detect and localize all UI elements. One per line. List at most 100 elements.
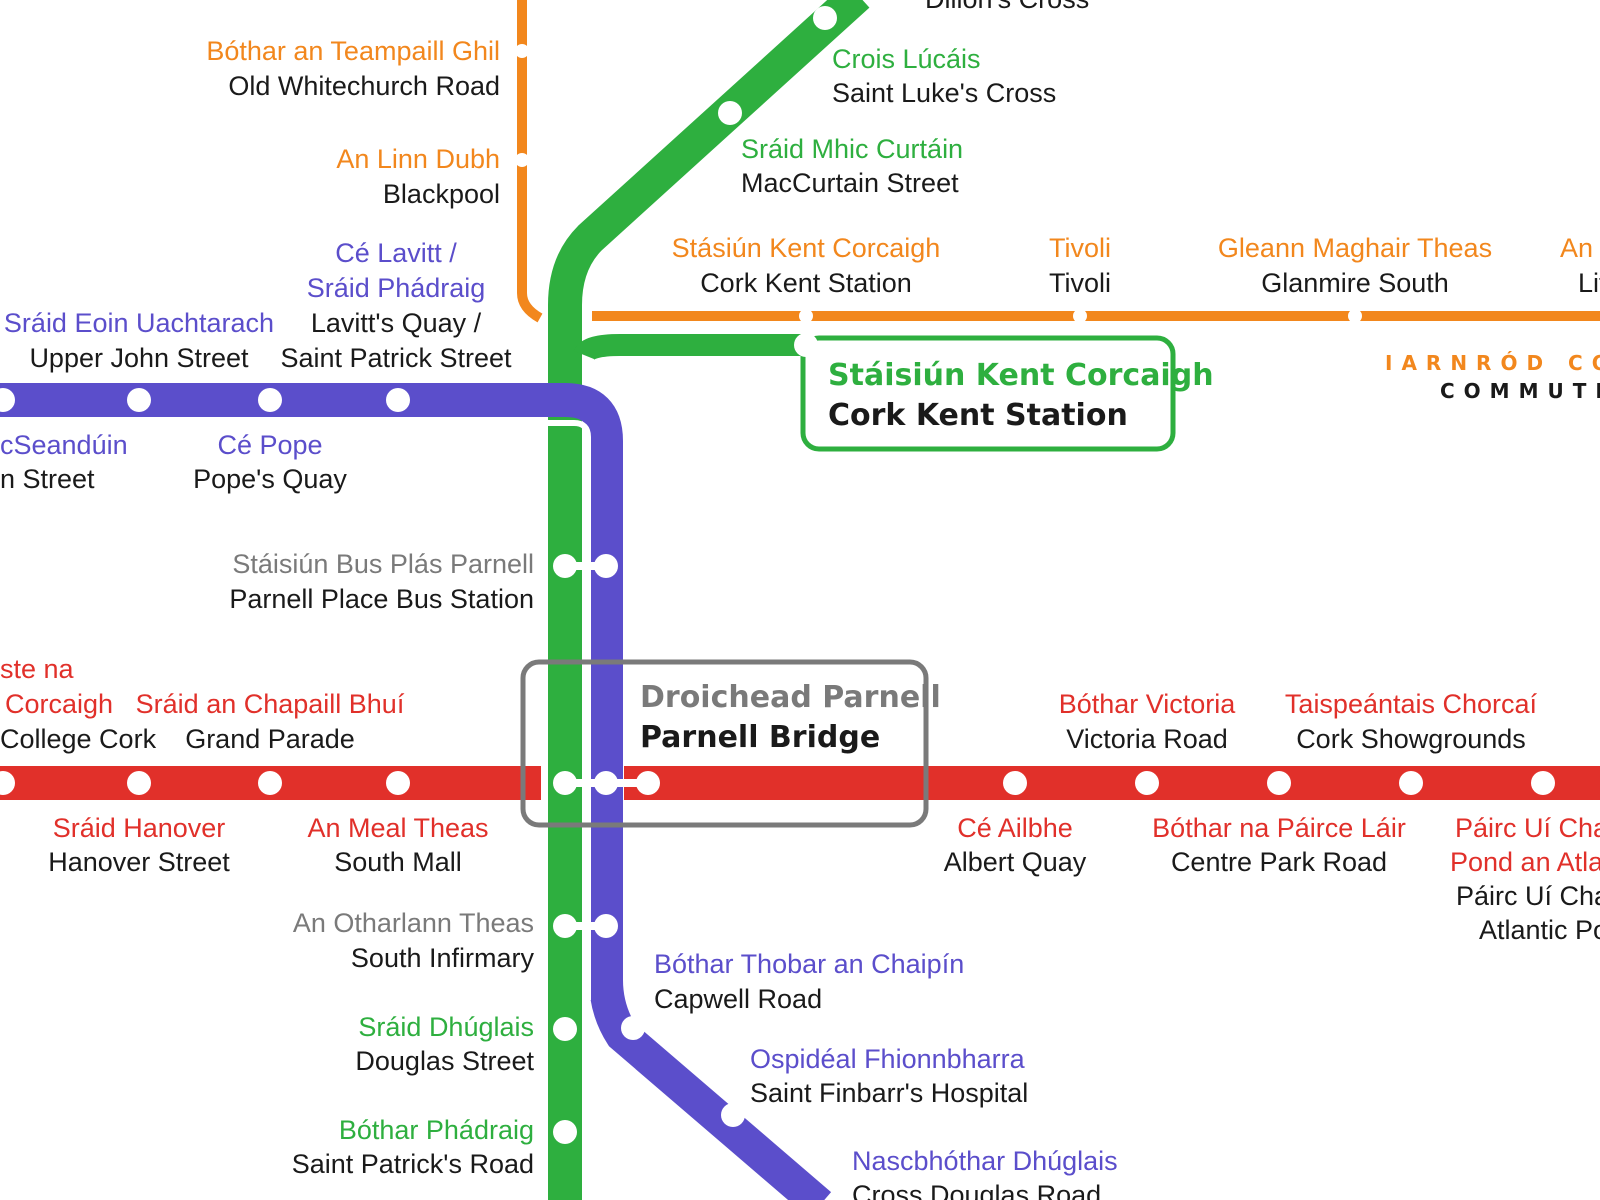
- label-kent-small-english: Cork Kent Station: [700, 268, 912, 298]
- label-finbarrs: Ospidéal Fhionnbharra Saint Finbarr's Ho…: [750, 1044, 1028, 1108]
- station-dot-tivoli[interactable]: [1073, 309, 1087, 323]
- label-douglas-street-irish: Sráid Dhúglais: [358, 1012, 534, 1042]
- label-little-island-irish: An t: [1560, 233, 1600, 263]
- line-separator: [548, 420, 591, 1000]
- label-douglas-street: Sráid Dhúglais Douglas Street: [355, 1012, 534, 1076]
- station-dot-lavitts[interactable]: [386, 388, 410, 412]
- station-dot-douglas-street[interactable]: [553, 1017, 577, 1041]
- branding-line1: IARNRÓD CO: [1385, 351, 1600, 375]
- hub-kent[interactable]: Stáisiún Kent Corcaigh Cork Kent Station: [828, 358, 1214, 433]
- station-dot-kent-spur[interactable]: [794, 333, 818, 357]
- station-dot-parnell-bus-green[interactable]: [553, 554, 577, 578]
- station-dot-old-whitechurch[interactable]: [515, 44, 529, 58]
- station-dot-top-cut[interactable]: [813, 6, 837, 30]
- label-lavitts-irish1: Cé Lavitt /: [335, 238, 457, 268]
- station-dot-capwell[interactable]: [621, 1016, 645, 1040]
- label-pairc-english2: Atlantic Pond: [1479, 915, 1600, 945]
- station-dot-south-infirmary-green[interactable]: [553, 914, 577, 938]
- station-dot-saint-lukes[interactable]: [718, 101, 742, 125]
- label-cross-douglas: Nascbhóthar Dhúglais Cross Douglas Road: [852, 1146, 1118, 1200]
- label-albert-quay-irish: Cé Ailbhe: [957, 813, 1073, 843]
- station-dot-blackpool[interactable]: [515, 153, 529, 167]
- station-dot-south-infirmary-purple[interactable]: [594, 914, 618, 938]
- label-old-whitechurch-irish: Bóthar an Teampaill Ghil: [206, 36, 500, 66]
- label-glanmire: Gleann Maghair Theas Glanmire South: [1218, 233, 1492, 298]
- label-parnell-bus-irish: Stáisiún Bus Plás Parnell: [232, 549, 534, 579]
- branding: IARNRÓD CO COMMUTE: [1385, 351, 1600, 403]
- label-lavitts-english2: Saint Patrick Street: [280, 343, 512, 373]
- station-dot-parnell-bus-purple[interactable]: [594, 554, 618, 578]
- label-showgrounds-irish: Taispeántais Chorcaí: [1285, 689, 1538, 719]
- label-victoria-road-english: Victoria Road: [1066, 724, 1228, 754]
- label-blackpool: An Linn Dubh Blackpool: [336, 144, 500, 209]
- hub-parnell-bridge[interactable]: Droichead Parnell Parnell Bridge: [640, 680, 941, 755]
- station-dot-mcsweeney[interactable]: [0, 388, 15, 412]
- label-pairc-irish2: Pond an Atlanta: [1450, 847, 1600, 877]
- label-upper-john: Sráid Eoin Uachtarach Upper John Street: [4, 308, 274, 373]
- hub-kent-irish: Stáisiún Kent Corcaigh: [828, 358, 1214, 393]
- station-dot-patricks-road[interactable]: [553, 1120, 577, 1144]
- label-capwell-irish: Bóthar Thobar an Chaipín: [654, 949, 964, 979]
- label-ucc-irish1: ste na: [0, 654, 75, 684]
- station-dot-victoria-road[interactable]: [1135, 771, 1159, 795]
- label-lavitts-irish2: Sráid Phádraig: [307, 273, 486, 303]
- hub-parnell-bridge-irish: Droichead Parnell: [640, 680, 941, 715]
- label-cross-douglas-english: Cross Douglas Road: [852, 1180, 1101, 1200]
- label-tivoli-english: Tivoli: [1049, 268, 1111, 298]
- station-dot-ucc[interactable]: [0, 771, 15, 795]
- label-grand-parade-english: Grand Parade: [185, 724, 355, 754]
- station-dot-upper-john[interactable]: [127, 388, 151, 412]
- label-showgrounds-english: Cork Showgrounds: [1296, 724, 1526, 754]
- label-hanover-irish: Sráid Hanover: [53, 813, 226, 843]
- label-top-cut-english: Dillon's Cross: [925, 0, 1089, 14]
- label-pairc: Páirc Uí Chaoin Pond an Atlanta Páirc Uí…: [1450, 813, 1600, 945]
- label-popes-quay-irish: Cé Pope: [217, 430, 322, 460]
- label-south-infirmary: An Otharlann Theas South Infirmary: [293, 908, 535, 973]
- station-dot-parnell-bridge-purple[interactable]: [594, 771, 618, 795]
- label-pairc-english1: Páirc Uí Chaoin: [1456, 881, 1600, 911]
- label-blackpool-irish: An Linn Dubh: [336, 144, 500, 174]
- station-dot-showgrounds[interactable]: [1399, 771, 1423, 795]
- station-dot-hanover[interactable]: [127, 771, 151, 795]
- station-dot-kent-small[interactable]: [799, 309, 813, 323]
- label-south-infirmary-english: South Infirmary: [351, 943, 535, 973]
- station-dot-grand-parade[interactable]: [258, 771, 282, 795]
- green-line: [548, 0, 870, 1200]
- label-albert-quay: Cé Ailbhe Albert Quay: [944, 813, 1087, 877]
- station-dot-parnell-bridge-red[interactable]: [636, 771, 660, 795]
- station-dots: [0, 6, 1555, 1144]
- orange-line-north-branch: [517, 0, 543, 323]
- station-dot-finbarrs[interactable]: [721, 1103, 745, 1127]
- label-hanover-english: Hanover Street: [48, 847, 230, 877]
- station-dot-south-mall[interactable]: [386, 771, 410, 795]
- label-old-whitechurch: Bóthar an Teampaill Ghil Old Whitechurch…: [206, 36, 500, 101]
- label-pairc-irish1: Páirc Uí Chaoin: [1455, 813, 1600, 843]
- label-south-infirmary-irish: An Otharlann Theas: [293, 908, 534, 938]
- hub-parnell-bridge-english: Parnell Bridge: [640, 720, 880, 755]
- label-lavitts-english1: Lavitt's Quay /: [311, 308, 482, 338]
- label-mcsweeney-irish: cSeandúin: [0, 430, 128, 460]
- label-popes-quay: Cé Pope Pope's Quay: [193, 430, 347, 494]
- parnell-bridge-box: [520, 659, 929, 828]
- label-ucc-english: College Cork: [0, 724, 157, 754]
- label-maccurtain-english: MacCurtain Street: [741, 168, 959, 198]
- station-dot-albert-quay[interactable]: [1003, 771, 1027, 795]
- label-kent-small-irish: Stásiún Kent Corcaigh: [672, 233, 941, 263]
- label-cross-douglas-irish: Nascbhóthar Dhúglais: [852, 1146, 1118, 1176]
- station-dot-centre-park[interactable]: [1267, 771, 1291, 795]
- label-south-mall-english: South Mall: [334, 847, 462, 877]
- hub-kent-english: Cork Kent Station: [828, 398, 1128, 433]
- station-dot-glanmire[interactable]: [1348, 309, 1362, 323]
- station-dot-parnell-bridge-green[interactable]: [553, 771, 577, 795]
- label-grand-parade: Sráid an Chapaill Bhuí Grand Parade: [136, 689, 405, 754]
- station-dot-pairc[interactable]: [1531, 771, 1555, 795]
- purple-line-path: [0, 383, 832, 1200]
- station-dot-popes-quay[interactable]: [258, 388, 282, 412]
- label-glanmire-english: Glanmire South: [1261, 268, 1449, 298]
- label-saint-lukes: Crois Lúcáis Saint Luke's Cross: [832, 44, 1056, 108]
- label-blackpool-english: Blackpool: [383, 179, 500, 209]
- label-showgrounds: Taispeántais Chorcaí Cork Showgrounds: [1285, 689, 1538, 754]
- label-saint-lukes-irish: Crois Lúcáis: [832, 44, 981, 74]
- label-patricks-road: Bóthar Phádraig Saint Patrick's Road: [292, 1115, 534, 1179]
- label-south-mall: An Meal Theas South Mall: [307, 813, 488, 877]
